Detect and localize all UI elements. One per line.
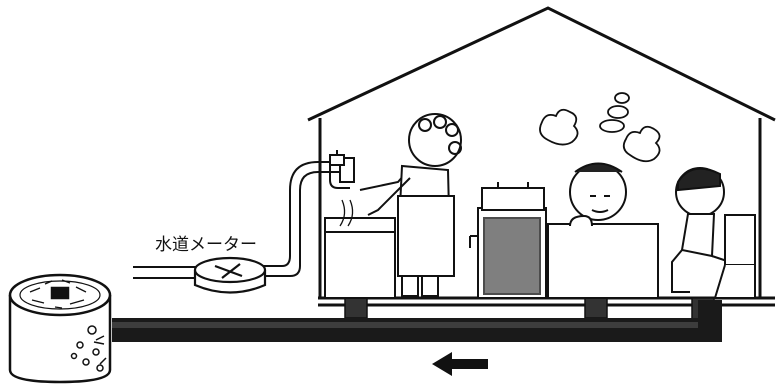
- washing-machine: [470, 182, 546, 298]
- faucet-icon: [330, 150, 344, 165]
- kitchen-sink: [325, 158, 395, 298]
- left-arrow-icon: [432, 352, 488, 376]
- bathtub: [548, 164, 658, 299]
- steam-icon: [540, 93, 660, 161]
- water-meter-label: 水道メーター: [155, 235, 257, 255]
- water-meter: [195, 258, 265, 293]
- child-figure: [672, 168, 755, 298]
